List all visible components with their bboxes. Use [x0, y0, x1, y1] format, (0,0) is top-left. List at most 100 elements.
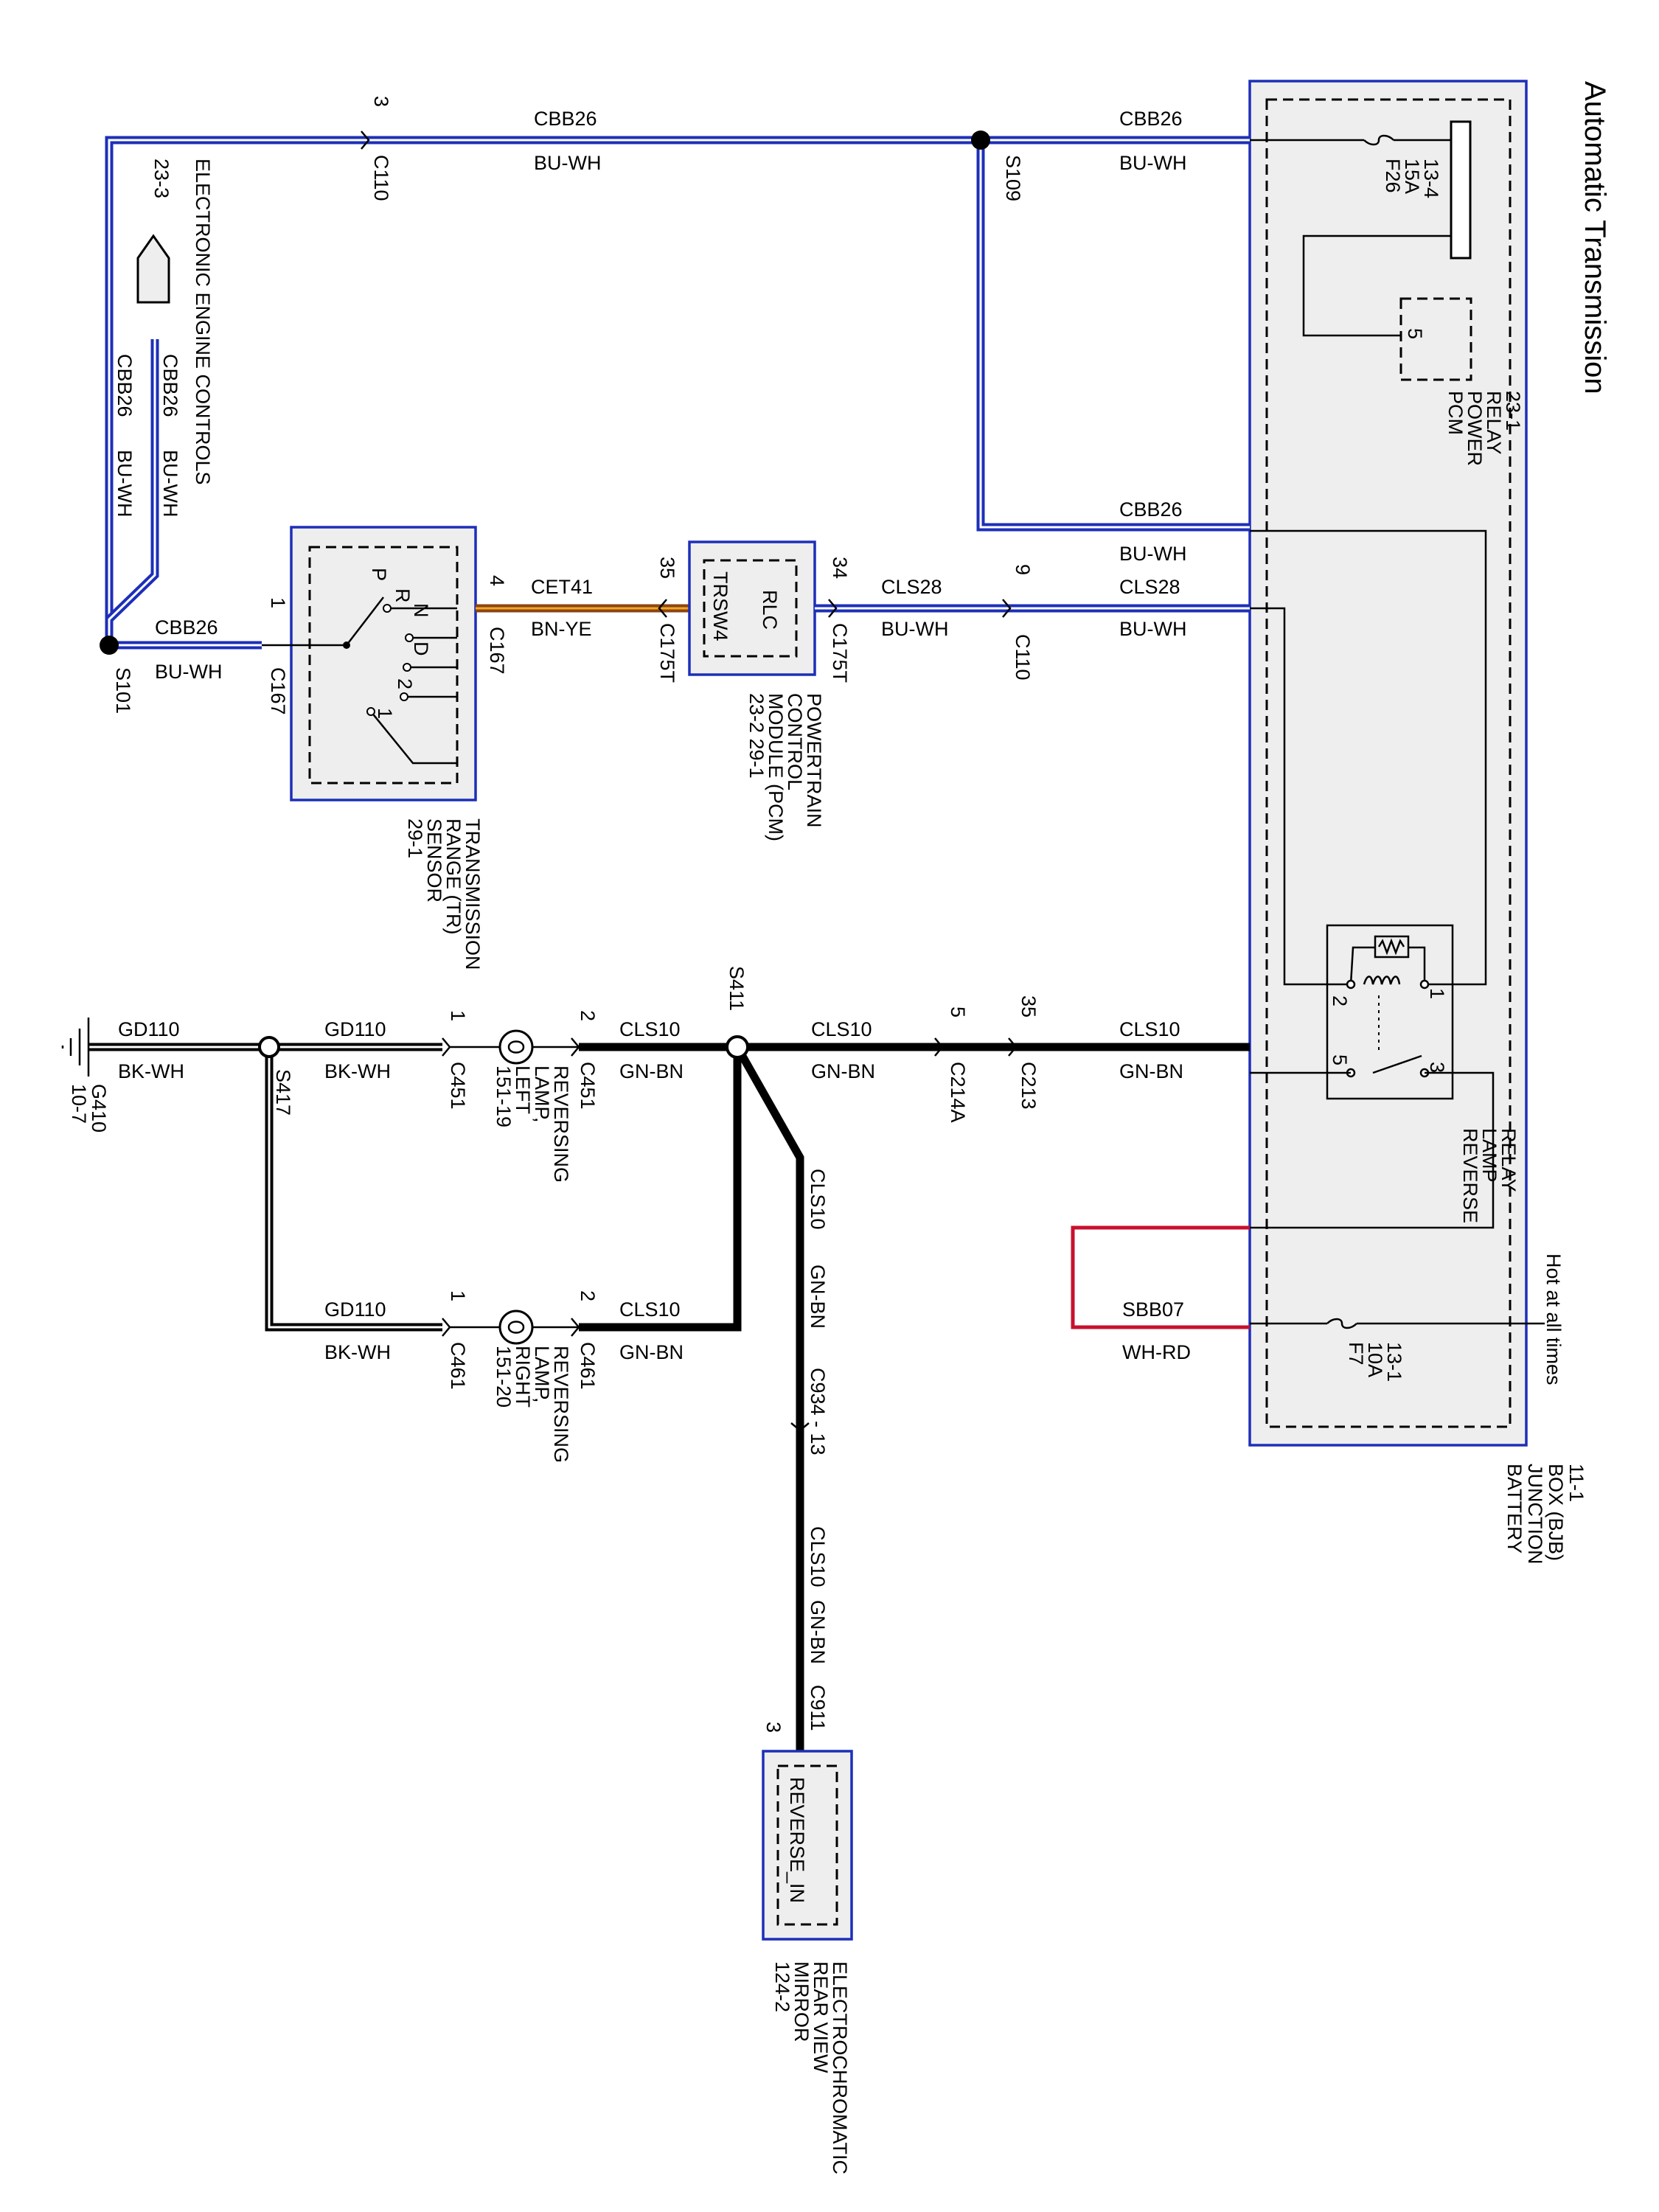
svg-text:REVERSING: REVERSING — [550, 1346, 572, 1463]
svg-text:C175T: C175T — [829, 623, 851, 683]
svg-text:GN-BN: GN-BN — [619, 1341, 684, 1363]
svg-text:PCM: PCM — [1444, 391, 1467, 435]
mirror-label: ELECTROCHROMATIC REAR VIEW MIRROR 124-2 — [771, 1961, 851, 2174]
pcm-label: POWERTRAIN CONTROL MODULE (PCM) 23-2 29-… — [745, 693, 825, 841]
svg-text:BU-WH: BU-WH — [159, 450, 181, 517]
svg-text:CLS10: CLS10 — [619, 1298, 681, 1321]
bjb-label: BATTERY JUNCTION BOX (BJB) 11-1 — [1503, 1464, 1587, 1565]
ground-icon — [61, 1018, 90, 1077]
svg-text:GN-BN: GN-BN — [619, 1060, 684, 1082]
diagram-title: Automatic Transmission — [1579, 81, 1611, 394]
svg-text:RLC: RLC — [759, 590, 781, 630]
svg-text:29-1: 29-1 — [404, 818, 426, 858]
svg-text:151-20: 151-20 — [493, 1346, 515, 1408]
svg-text:BU-WH: BU-WH — [1119, 618, 1186, 640]
svg-text:151-19: 151-19 — [493, 1065, 515, 1127]
svg-text:REVERSE_IN: REVERSE_IN — [786, 1777, 808, 1903]
svg-text:BATTERY: BATTERY — [1503, 1464, 1526, 1554]
svg-text:BU-WH: BU-WH — [1119, 152, 1186, 174]
svg-text:GN-BN: GN-BN — [807, 1600, 829, 1664]
svg-text:CONTROL: CONTROL — [784, 693, 806, 790]
svg-text:C934 - 13: C934 - 13 — [807, 1368, 829, 1455]
svg-text:23-3: 23-3 — [150, 159, 173, 198]
svg-text:ELECTRONIC ENGINE CONTROLS: ELECTRONIC ENGINE CONTROLS — [192, 159, 214, 485]
bjb-box — [1248, 80, 1528, 1447]
svg-text:C167: C167 — [267, 667, 289, 715]
f26-label: F26 15A 13-4 — [1382, 159, 1442, 198]
svg-text:CBB26: CBB26 — [1119, 498, 1183, 521]
svg-text:WH-RD: WH-RD — [1122, 1341, 1191, 1363]
svg-text:5: 5 — [947, 1006, 969, 1018]
svg-text:RIGHT: RIGHT — [512, 1346, 534, 1408]
svg-text:BU-WH: BU-WH — [114, 450, 136, 517]
svg-text:2: 2 — [1329, 995, 1351, 1006]
svg-text:5: 5 — [1329, 1054, 1351, 1065]
svg-text:CBB26: CBB26 — [114, 354, 136, 417]
cls10-wire — [579, 1043, 1250, 1751]
svg-text:C110: C110 — [370, 155, 392, 201]
svg-text:GD110: GD110 — [118, 1018, 180, 1040]
reverse-relay-label: REVERSE LAMP RELAY — [1459, 1128, 1520, 1223]
svg-text:CET41: CET41 — [531, 576, 593, 598]
svg-text:CLS10: CLS10 — [1119, 1018, 1180, 1040]
svg-text:11-1: 11-1 — [1565, 1464, 1587, 1502]
svg-text:REVERSE: REVERSE — [1459, 1128, 1481, 1223]
svg-text:23-2 29-1: 23-2 29-1 — [745, 693, 768, 779]
svg-text:JUNCTION: JUNCTION — [1524, 1464, 1546, 1565]
svg-text:N: N — [410, 603, 432, 618]
pcm-box — [688, 540, 816, 676]
svg-text:F26: F26 — [1382, 159, 1404, 193]
svg-text:S417: S417 — [272, 1069, 294, 1116]
svg-text:SENSOR: SENSOR — [423, 818, 445, 902]
reverse-lamp-relay — [1326, 924, 1454, 1100]
svg-text:GN-BN: GN-BN — [811, 1060, 875, 1082]
svg-text:3: 3 — [762, 1722, 785, 1733]
svg-text:D: D — [410, 641, 432, 656]
svg-text:1: 1 — [267, 597, 289, 608]
svg-text:124-2: 124-2 — [771, 1961, 793, 2012]
svg-text:34: 34 — [829, 557, 851, 579]
svg-text:ELECTROCHROMATIC: ELECTROCHROMATIC — [829, 1961, 851, 2174]
bus-bar — [1450, 120, 1472, 260]
svg-text:BK-WH: BK-WH — [324, 1060, 391, 1082]
svg-text:P: P — [368, 568, 390, 581]
svg-text:CBB26: CBB26 — [1119, 108, 1183, 130]
svg-text:35: 35 — [1018, 995, 1040, 1018]
s101-splice — [100, 636, 119, 655]
svg-text:23-1: 23-1 — [1502, 391, 1524, 431]
reversing-lamp-left-icon — [498, 1029, 534, 1065]
svg-text:3: 3 — [370, 96, 392, 107]
svg-text:C911: C911 — [807, 1685, 829, 1731]
svg-text:BN-YE: BN-YE — [531, 618, 592, 640]
eec-connector-icon — [136, 234, 170, 304]
svg-text:15A: 15A — [1401, 159, 1423, 194]
svg-text:BU-WH: BU-WH — [534, 152, 601, 174]
svg-text:C451: C451 — [577, 1062, 599, 1110]
f7-label: F7 10A 13-1 — [1345, 1342, 1405, 1382]
svg-text:BK-WH: BK-WH — [118, 1060, 184, 1082]
svg-text:MODULE (PCM): MODULE (PCM) — [765, 693, 787, 841]
svg-text:BK-WH: BK-WH — [324, 1341, 391, 1363]
svg-text:LAMP,: LAMP, — [531, 1346, 553, 1403]
svg-text:9: 9 — [1012, 564, 1034, 575]
svg-text:13-4: 13-4 — [1420, 159, 1442, 198]
gd110-wire — [88, 1043, 442, 1332]
reversing-lamp-right-icon — [498, 1310, 534, 1345]
svg-text:CLS10: CLS10 — [807, 1526, 829, 1587]
svg-text:GN-BN: GN-BN — [807, 1265, 829, 1329]
svg-text:C214A: C214A — [947, 1062, 969, 1123]
svg-text:1: 1 — [374, 708, 396, 719]
cbb26-wire — [105, 136, 1250, 650]
c110-connector-icon — [361, 131, 370, 150]
svg-text:1: 1 — [447, 1010, 469, 1021]
svg-text:10A: 10A — [1364, 1342, 1386, 1377]
relay-coil-icon — [1363, 975, 1401, 985]
svg-text:MIRROR: MIRROR — [790, 1961, 813, 2042]
f7-fuse-icon — [1326, 1318, 1357, 1329]
svg-text:CBB26: CBB26 — [159, 354, 181, 417]
svg-text:2: 2 — [577, 1290, 599, 1301]
svg-text:35: 35 — [656, 557, 678, 579]
svg-text:CLS10: CLS10 — [807, 1169, 829, 1230]
svg-text:GD110: GD110 — [324, 1298, 386, 1321]
lamp-right-label: REVERSING LAMP, RIGHT 151-20 — [493, 1346, 572, 1463]
